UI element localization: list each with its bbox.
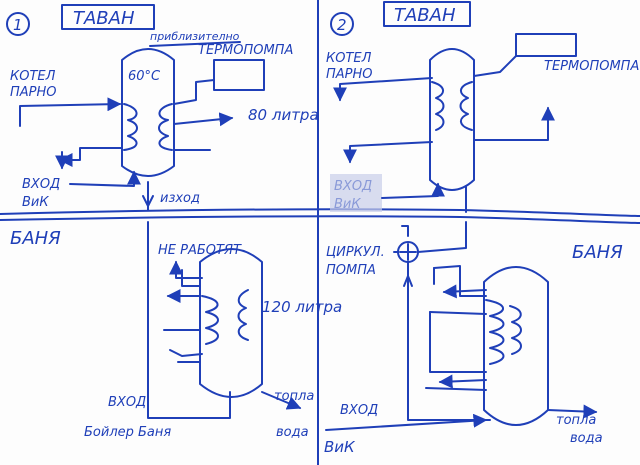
inlet-bottom-label-right: ВХОД	[340, 403, 378, 418]
loop-pipe-2	[442, 284, 487, 299]
heat-pump-pipe-in-left	[173, 79, 215, 105]
heat-pump-pipe-in-right	[473, 55, 517, 77]
boiler-supply-pipe-right	[333, 77, 433, 102]
stub-pipe-4	[163, 329, 201, 341]
inlet-faded-line2: ВиК	[334, 197, 361, 212]
outlet-label-left: изход	[160, 191, 200, 206]
loop-pipe-7	[425, 387, 487, 391]
loop-pipe-6	[438, 374, 487, 389]
heat-pump-pipe-out-right	[473, 106, 555, 141]
circ-pump-line1: ЦИРКУЛ.	[326, 245, 385, 260]
pump-down-pipe	[407, 261, 491, 421]
scheme-number-circle-right	[330, 12, 354, 36]
boiler-return-pipe-right	[343, 141, 433, 164]
loop-pipe-1	[433, 265, 487, 297]
stub-pipe-2	[181, 269, 201, 287]
circ-pump-cross	[399, 243, 417, 261]
boiler-label-line1-right: КОТЕЛ	[326, 51, 372, 66]
bath-coil-left	[201, 295, 219, 345]
approx-underline	[149, 41, 241, 47]
scheme-number-right: 2	[337, 16, 347, 34]
cold-water-inlet-right	[381, 182, 445, 199]
heat-pump-box-left	[213, 59, 265, 91]
cold-water-inlet-left	[69, 170, 141, 187]
coil-right-b	[459, 81, 473, 131]
boiler-supply-pipe-left	[19, 97, 122, 127]
pump-flow-arrow	[403, 275, 413, 287]
attic-title-left: ТАВАН	[73, 8, 135, 29]
heat-pump-box-right	[515, 33, 577, 57]
bath-boiler-label: Бойлер Баня	[84, 425, 171, 440]
inlet-faded-line1: ВХОД	[334, 179, 372, 194]
bath-title-left: БАНЯ	[10, 228, 61, 249]
boiler-return-pipe-left	[58, 147, 123, 167]
hot-water-line1-left: топла	[274, 389, 314, 404]
loop-pipe-3	[429, 311, 487, 315]
attic-title-right: ТАВАН	[394, 5, 456, 26]
attic-label-box-left	[61, 4, 155, 30]
boiler-label-line2-left: ПАРНО	[10, 85, 57, 100]
circ-pump-line2: ПОМПА	[326, 263, 376, 278]
not-working-label: НЕ РАБОТЯТ	[158, 243, 242, 258]
floor-line-top	[0, 208, 640, 217]
eraser-smudge	[330, 174, 382, 212]
stub-pipe-5	[169, 349, 203, 357]
outlet-arrow-left	[142, 195, 154, 207]
coil-left-a	[123, 103, 138, 151]
stub-pipe-1	[169, 260, 203, 279]
approx-note: приблизително	[150, 30, 240, 43]
heat-pump-label-left: ТЕРМОПОМПА	[198, 43, 293, 58]
bath-coil-right-b	[509, 305, 522, 355]
volume-attic-label: 80 литра	[248, 106, 319, 124]
heat-pump-label-right: ТЕРМОПОМПА	[544, 59, 639, 74]
bath-coil-right-a	[485, 299, 505, 365]
hot-water-line2-left: вода	[276, 425, 309, 440]
attic-tank-right	[429, 48, 475, 191]
bath-tank-left	[199, 248, 263, 398]
bath-coil-left-b	[237, 289, 249, 341]
hot-water-out-left	[261, 391, 302, 410]
scheme-number-left: 1	[13, 16, 23, 34]
inlet-bottom-label-left: ВХОД	[108, 395, 146, 410]
tank-temperature: 60°C	[128, 69, 161, 84]
hot-water-line2-right: вода	[570, 431, 603, 446]
pump-top-pipe	[401, 225, 409, 237]
hot-water-out-right	[547, 404, 598, 419]
hot-water-line1-right: топла	[556, 413, 596, 428]
pipe-to-pump	[417, 221, 467, 253]
coil-right-a	[431, 81, 445, 131]
boiler-label-line2-right: ПАРНО	[326, 67, 373, 82]
boiler-label-line1-left: КОТЕЛ	[10, 69, 56, 84]
cold-water-inlet-bottom-right	[325, 413, 488, 431]
inlet-label-line1-left: ВХОД	[22, 177, 60, 192]
vik-bottom-label: ВиК	[324, 438, 356, 456]
floor-line-bottom	[0, 215, 640, 224]
main-down-pipe-left	[147, 221, 231, 419]
bath-title-right: БАНЯ	[572, 242, 623, 263]
to-volume-arrow-left	[173, 112, 234, 127]
scheme-number-circle-left	[6, 12, 30, 36]
bath-tank-right	[483, 266, 549, 426]
inlet-label-line2-left: ВиК	[22, 195, 49, 210]
coil-left-b	[158, 103, 173, 151]
loop-pipe-4	[429, 311, 487, 373]
attic-label-box-right	[383, 1, 471, 27]
volume-bath-label: 120 литра	[262, 298, 342, 316]
